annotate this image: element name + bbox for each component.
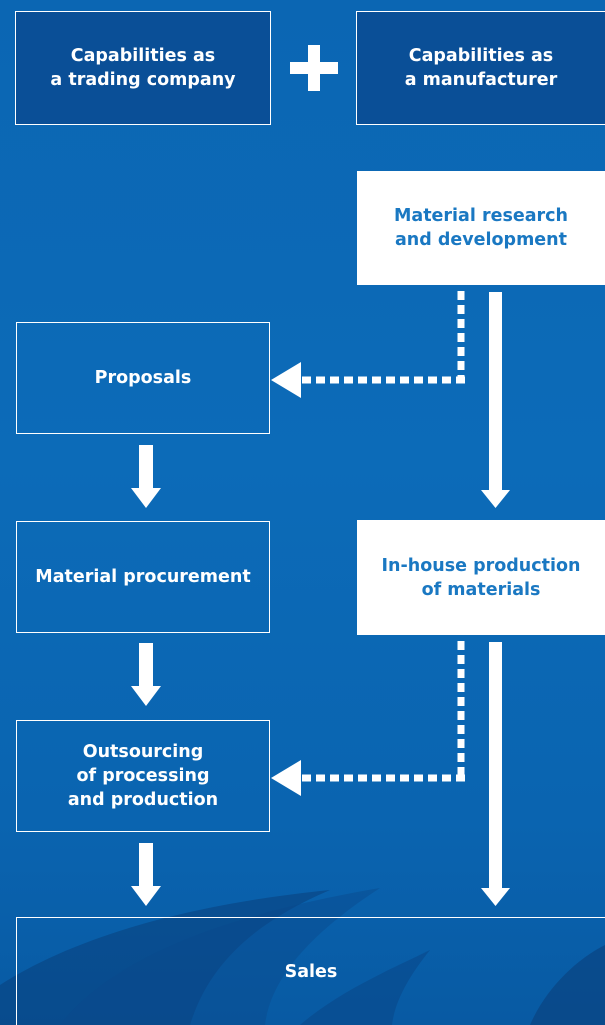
manufacturer-label: Capabilities as a manufacturer xyxy=(404,46,558,90)
trading-company-box: Capabilities as a trading company xyxy=(15,11,271,125)
material-research-label: Material research and development xyxy=(393,206,569,250)
dotted-connector-inhouse-to-outsourcing xyxy=(271,641,465,796)
proposals-box: Proposals xyxy=(16,322,270,434)
outsourcing-label: Outsourcing of processing and production xyxy=(67,742,219,810)
outsourcing-box: Outsourcing of processing and production xyxy=(16,720,270,832)
trading-company-label: Capabilities as a trading company xyxy=(50,46,236,90)
arrow-inhouse-to-sales xyxy=(481,642,510,906)
material-procurement-label: Material procurement xyxy=(35,567,251,587)
dotted-connector-research-to-proposals xyxy=(271,291,465,398)
arrow-head-to-proposals xyxy=(271,362,301,398)
sales-label: Sales xyxy=(284,961,338,982)
arrow-outsourcing-to-sales xyxy=(131,843,161,906)
inhouse-production-label: In-house production of materials xyxy=(381,555,581,600)
inhouse-production-box: In-house production of materials xyxy=(357,520,605,635)
material-research-box: Material research and development xyxy=(357,171,605,285)
sales-box: Sales xyxy=(16,917,605,1025)
plus-icon xyxy=(290,45,338,91)
arrow-research-to-inhouse xyxy=(481,292,510,508)
material-procurement-box: Material procurement xyxy=(16,521,270,633)
arrow-procurement-to-outsourcing xyxy=(131,643,161,706)
arrow-proposals-to-procurement xyxy=(131,445,161,508)
manufacturer-box: Capabilities as a manufacturer xyxy=(356,11,605,125)
proposals-label: Proposals xyxy=(94,368,192,388)
arrow-head-to-outsourcing xyxy=(271,760,301,796)
